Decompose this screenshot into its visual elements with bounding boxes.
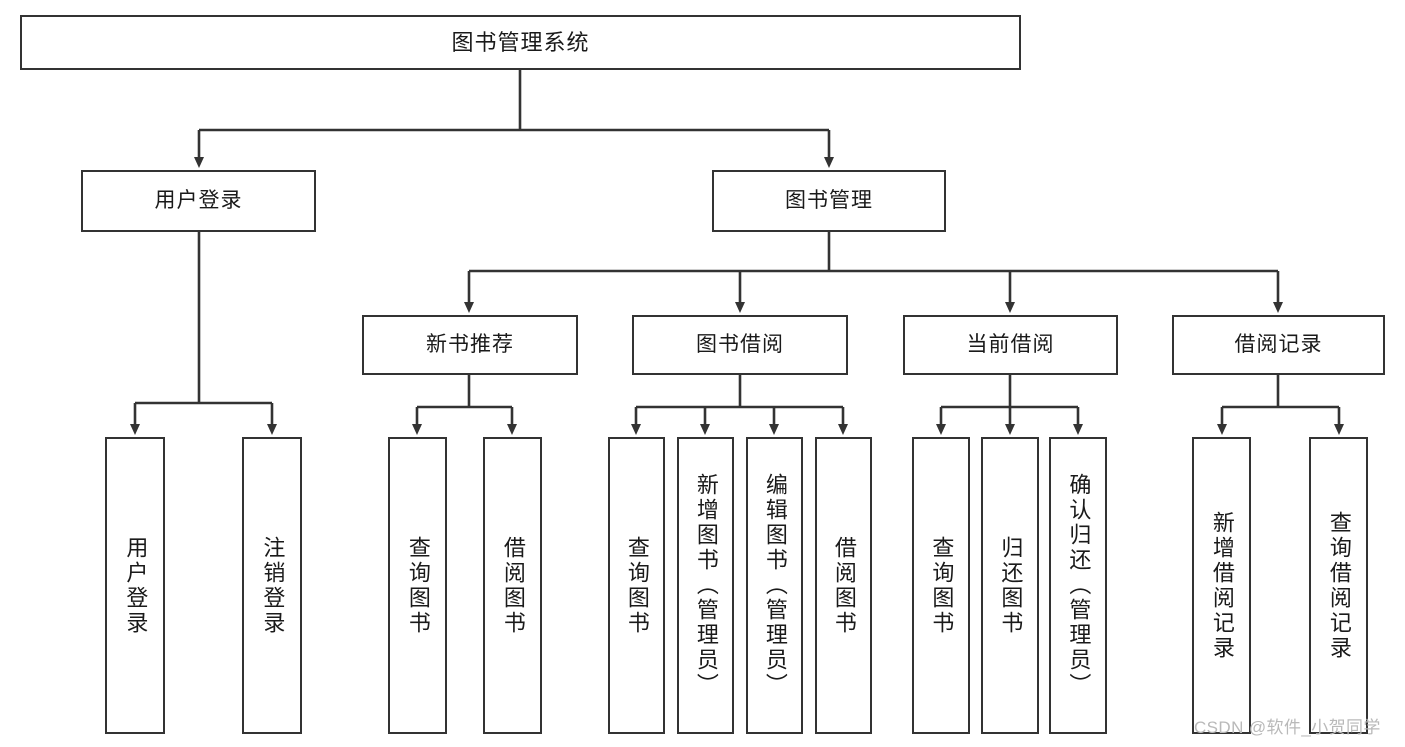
leaf-book-borrow-query[interactable]: 查询图书 bbox=[608, 437, 665, 734]
node-label: 用户登录 bbox=[123, 535, 149, 636]
node-label: 查询借阅记录 bbox=[1326, 510, 1352, 661]
node-label: 图书借阅 bbox=[696, 332, 784, 356]
node-label: 编辑图书（管理员） bbox=[762, 473, 788, 698]
node-label: 新增借阅记录 bbox=[1209, 510, 1235, 661]
csdn-watermark: CSDN @软件_小贺同学 bbox=[1194, 718, 1381, 737]
node-book-borrow[interactable]: 图书借阅 bbox=[632, 315, 848, 375]
node-root-system[interactable]: 图书管理系统 bbox=[20, 15, 1021, 70]
node-label: 用户登录 bbox=[154, 188, 243, 212]
leaf-new-book-query[interactable]: 查询图书 bbox=[388, 437, 447, 734]
node-borrow-record[interactable]: 借阅记录 bbox=[1172, 315, 1385, 375]
leaf-current-borrow-query[interactable]: 查询图书 bbox=[912, 437, 970, 734]
node-label: 查询图书 bbox=[405, 535, 431, 636]
node-label: 图书管理 bbox=[785, 188, 873, 212]
node-label: 确认归还（管理员） bbox=[1066, 473, 1092, 698]
node-user-login[interactable]: 用户登录 bbox=[81, 170, 316, 232]
leaf-current-borrow-return[interactable]: 归还图书 bbox=[981, 437, 1039, 734]
leaf-book-borrow-edit[interactable]: 编辑图书（管理员） bbox=[746, 437, 803, 734]
node-label: 新增图书（管理员） bbox=[693, 473, 719, 698]
node-label: 图书管理系统 bbox=[451, 29, 590, 55]
leaf-borrow-record-add[interactable]: 新增借阅记录 bbox=[1192, 437, 1251, 734]
node-new-book-recommendation[interactable]: 新书推荐 bbox=[362, 315, 578, 375]
node-label: 注销登录 bbox=[260, 535, 286, 636]
leaf-new-book-borrow[interactable]: 借阅图书 bbox=[483, 437, 542, 734]
node-current-borrow[interactable]: 当前借阅 bbox=[903, 315, 1118, 375]
node-label: 借阅图书 bbox=[500, 535, 526, 636]
leaf-user-login-login[interactable]: 用户登录 bbox=[105, 437, 165, 734]
node-label: 借阅图书 bbox=[831, 535, 857, 636]
leaf-borrow-record-query[interactable]: 查询借阅记录 bbox=[1309, 437, 1368, 734]
node-label: 归还图书 bbox=[998, 535, 1024, 636]
node-label: 新书推荐 bbox=[426, 332, 514, 356]
node-label: 当前借阅 bbox=[966, 332, 1055, 356]
node-label: 查询图书 bbox=[929, 535, 955, 636]
node-label: 查询图书 bbox=[624, 535, 650, 636]
leaf-book-borrow-borrow[interactable]: 借阅图书 bbox=[815, 437, 872, 734]
node-book-management[interactable]: 图书管理 bbox=[712, 170, 946, 232]
leaf-current-borrow-confirm-return[interactable]: 确认归还（管理员） bbox=[1049, 437, 1107, 734]
leaf-user-login-logout[interactable]: 注销登录 bbox=[242, 437, 302, 734]
node-label: 借阅记录 bbox=[1234, 332, 1323, 356]
leaf-book-borrow-add[interactable]: 新增图书（管理员） bbox=[677, 437, 734, 734]
